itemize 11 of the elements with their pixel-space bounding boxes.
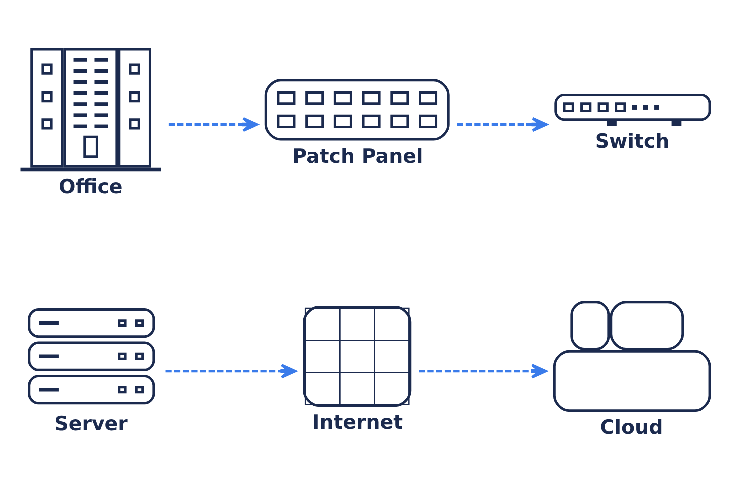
arrow (419, 364, 548, 378)
node-label: Patch Panel (292, 144, 424, 168)
node-label: Cloud (600, 416, 664, 439)
arrow (457, 116, 548, 132)
node-label: Office (58, 175, 123, 198)
arrow (168, 116, 258, 132)
node-picture (264, 78, 450, 140)
node-label: Switch (595, 129, 670, 152)
arrow (166, 364, 297, 378)
node-label: Internet (312, 410, 404, 434)
node-label: Server (54, 412, 128, 435)
